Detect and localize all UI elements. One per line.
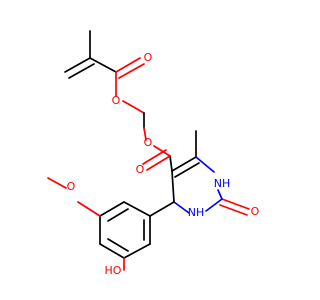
chemical-structure-canvas: O O O O O HO NH NH O	[47, 30, 260, 277]
phenyl-bond-2	[99, 201, 125, 217]
nh-bottom-label: NH	[188, 206, 205, 219]
ester-oxygen-top: O	[144, 51, 153, 64]
methoxy-oxygen: O	[67, 180, 76, 193]
carbonyl-oxygen-mid: O	[136, 163, 145, 176]
hydroxy-label: HO	[105, 264, 122, 277]
ester-bond-mid	[153, 145, 171, 157]
linker-o-bond	[122, 100, 145, 114]
phenyl-bond-5	[123, 243, 151, 259]
carbonyl-double-bond-top-a	[115, 57, 141, 73]
ring-bond-n1-c2	[217, 189, 223, 200]
phenyl-double-bond-4	[107, 238, 129, 252]
methoxy-bond-1	[77, 201, 101, 217]
ring-bond-n3-c4	[173, 201, 190, 214]
ring-bond-c4-c5	[171, 170, 175, 203]
ring-urea-double-bond-a	[221, 198, 250, 210]
ring-bond-c5-c6	[171, 156, 197, 172]
ester-oxygen-mid: O	[144, 136, 153, 149]
ring-urea-double-bond-b	[219, 204, 248, 216]
phenyl-double-bond-2	[107, 208, 129, 222]
vinyl-bond	[64, 57, 91, 73]
vinyl-double-bond	[68, 63, 95, 79]
ring-c4-phenyl	[149, 201, 175, 217]
carbonyl-carbon-bond	[169, 155, 173, 172]
urea-oxygen: O	[251, 205, 260, 218]
phenyl-bond-4	[99, 243, 125, 259]
carbonyl-double-bond-top-b	[118, 63, 145, 79]
phenyl-bond-1	[123, 201, 151, 217]
carbonyl-double-bond-mid-b	[142, 149, 167, 165]
carbonyl-oxygen-top: O	[112, 94, 121, 107]
chemical-structure-diagram: O O O O O HO NH NH O	[47, 30, 260, 277]
ring-double-bond-c5-c6	[174, 162, 200, 178]
ring-bond-c6-n1	[195, 156, 215, 173]
nh-top-label: NH	[214, 177, 231, 190]
acrylate-carbon-bond	[89, 57, 117, 73]
carbonyl-double-bond-mid-a	[146, 155, 171, 171]
linker-o-bond-lower	[143, 127, 147, 141]
ring-bond-c2-n3	[205, 198, 223, 212]
methoxy-bond-2	[47, 177, 67, 189]
